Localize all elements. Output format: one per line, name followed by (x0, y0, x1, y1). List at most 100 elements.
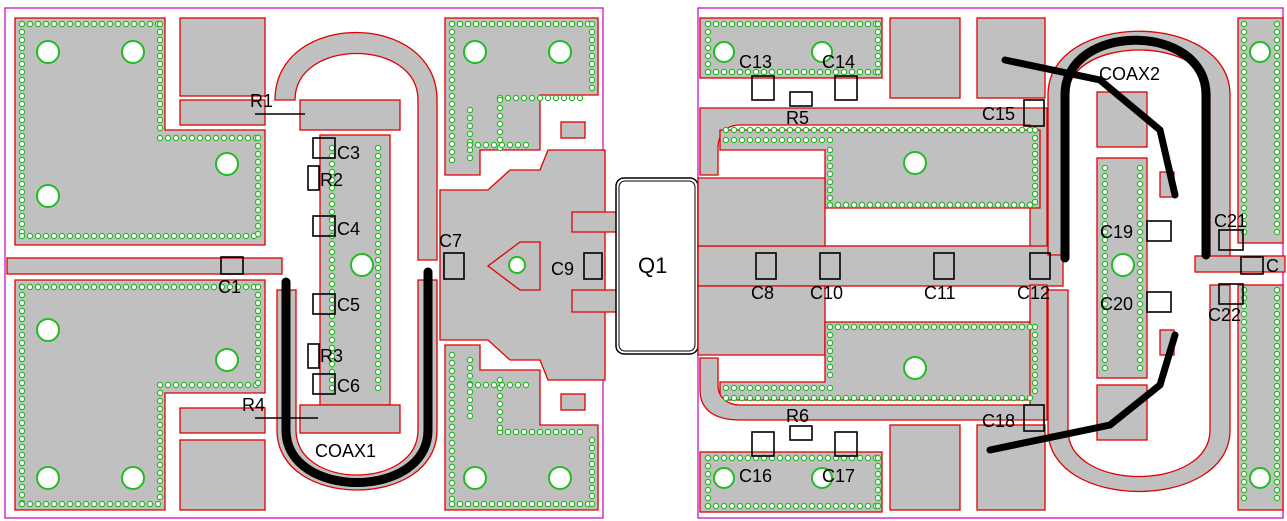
via (18, 467, 26, 475)
via (1273, 358, 1281, 366)
via (496, 392, 504, 400)
via (156, 429, 164, 437)
label-c7: C7 (439, 231, 462, 251)
via (18, 315, 26, 323)
via (842, 201, 850, 209)
via (1240, 180, 1248, 188)
label-r4: R4 (242, 395, 265, 415)
via (962, 394, 970, 402)
label-r6: R6 (786, 406, 809, 426)
via (778, 384, 786, 392)
left-board: R1 C3 R2 C4 C7 C1 C5 R3 C6 R4 COAX1 C9 (4, 7, 606, 519)
via (938, 394, 946, 402)
via (874, 502, 882, 510)
via (520, 428, 528, 436)
via (1136, 220, 1144, 228)
via (18, 283, 26, 291)
via (1136, 316, 1144, 324)
via (210, 283, 218, 291)
label-c10: C10 (810, 283, 843, 303)
via (1031, 142, 1039, 150)
via (588, 20, 596, 28)
via (34, 283, 42, 291)
c5-footprint (312, 293, 336, 315)
via (1101, 252, 1109, 260)
via (768, 502, 776, 510)
via (328, 304, 336, 312)
label-c4: C4 (337, 219, 360, 239)
label-c1: C1 (218, 277, 241, 297)
via (328, 144, 336, 152)
drain-upper-pad (697, 177, 826, 247)
via (328, 296, 336, 304)
via (738, 394, 746, 402)
via (1273, 68, 1281, 76)
pad-left-bottom-block (179, 439, 266, 511)
via (18, 148, 26, 156)
via (728, 20, 736, 28)
via (802, 394, 810, 402)
via (704, 478, 712, 486)
via (712, 502, 720, 510)
via (1240, 148, 1248, 156)
via (874, 394, 882, 402)
via (254, 355, 262, 363)
via (328, 248, 336, 256)
via (1101, 164, 1109, 172)
via (1240, 446, 1248, 454)
via (786, 384, 794, 392)
via (448, 375, 456, 383)
via (986, 394, 994, 402)
via (146, 283, 154, 291)
via (832, 20, 840, 28)
via (156, 20, 164, 28)
via (866, 394, 874, 402)
via (328, 200, 336, 208)
via (576, 428, 584, 436)
via (1273, 374, 1281, 382)
via (730, 384, 738, 392)
via (1136, 260, 1144, 268)
via (770, 136, 778, 144)
via (204, 381, 212, 389)
via (1136, 284, 1144, 292)
via (18, 92, 26, 100)
via (1101, 332, 1109, 340)
via (1240, 486, 1248, 494)
via (448, 108, 456, 116)
via (496, 104, 504, 112)
via (704, 486, 712, 494)
via (946, 126, 954, 134)
via (874, 470, 882, 478)
via (1240, 204, 1248, 212)
via (754, 384, 762, 392)
via (840, 68, 848, 76)
via (156, 116, 164, 124)
via (794, 136, 802, 144)
via (1240, 334, 1248, 342)
c3-footprint (312, 137, 336, 159)
via (374, 272, 382, 280)
via (1240, 28, 1248, 36)
via (704, 454, 712, 462)
via (164, 381, 172, 389)
via (1273, 100, 1281, 108)
c6-footprint (312, 373, 336, 395)
label-c20: C20 (1100, 294, 1133, 314)
mounting-hole (903, 151, 927, 175)
via (786, 136, 794, 144)
via (242, 232, 250, 240)
via (1273, 294, 1281, 302)
lower-bias-trace (699, 284, 1048, 421)
label-c21: C21 (1214, 211, 1247, 231)
via (946, 323, 954, 331)
pad-left-top-block (179, 17, 266, 97)
via (704, 28, 712, 36)
via (1031, 182, 1039, 190)
via (1101, 220, 1109, 228)
c9-footprint (583, 252, 603, 280)
via (856, 20, 864, 28)
via (504, 500, 512, 508)
via (18, 108, 26, 116)
via (496, 424, 504, 432)
